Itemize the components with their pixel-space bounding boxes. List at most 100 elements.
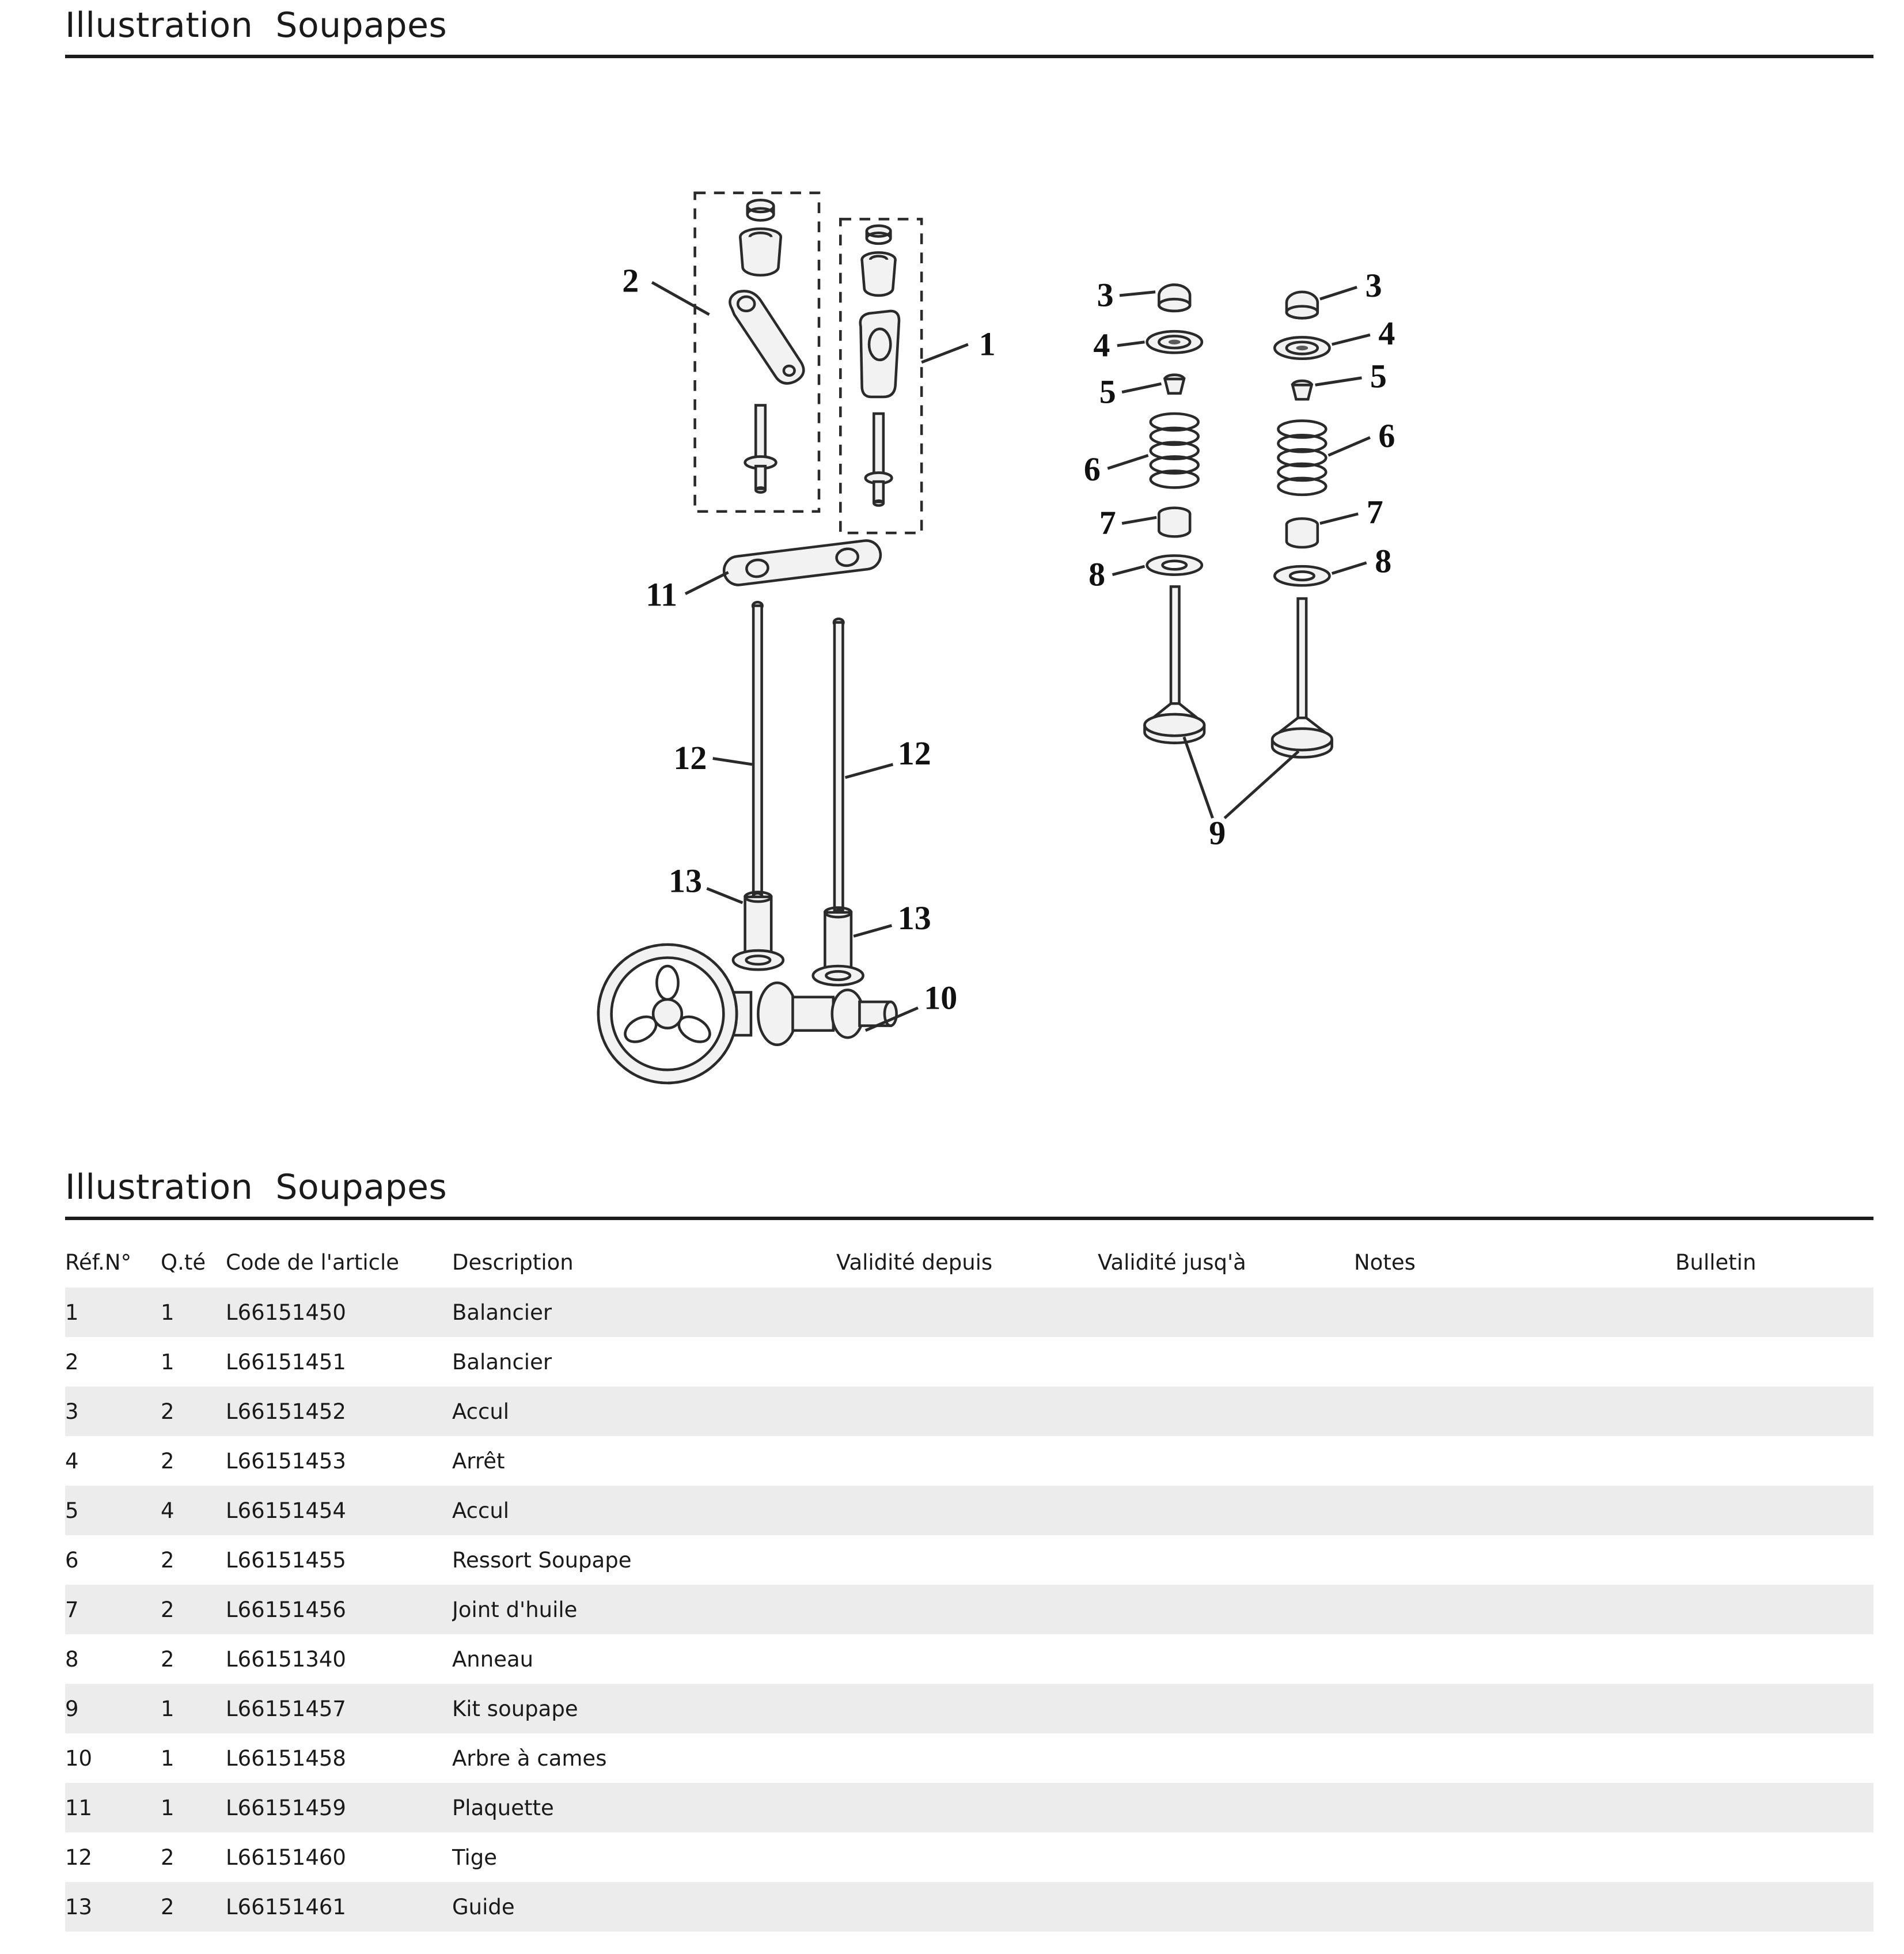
cell-code: L66151454 [226, 1498, 346, 1523]
callout-label: 3 [1097, 277, 1114, 314]
cell-code: L66151461 [226, 1894, 346, 1919]
cell-desc: Plaquette [452, 1795, 554, 1820]
cell-ref: 3 [65, 1399, 79, 1424]
cell-bulletin [1675, 1783, 1873, 1832]
callout-label: 11 [646, 575, 677, 613]
cell-code: L66151457 [226, 1696, 346, 1721]
pushrod-left-group [751, 600, 764, 902]
cell-notes [1354, 1783, 1675, 1832]
callout-label: 12 [673, 739, 707, 777]
cell-bulletin [1675, 1585, 1873, 1634]
cell-ref: 12 [65, 1845, 93, 1870]
callout-label: 8 [1088, 555, 1105, 593]
cell-qty: 2 [161, 1547, 175, 1573]
cell-to [1098, 1684, 1354, 1733]
cell-to [1098, 1634, 1354, 1684]
cell-from [836, 1733, 1098, 1783]
cell-to [1098, 1832, 1354, 1882]
table-row: 5 4 L66151454 Accul [65, 1486, 1873, 1536]
valve-spring-right [1277, 419, 1328, 497]
cell-to [1098, 1585, 1354, 1634]
cell-from [836, 1882, 1098, 1932]
valve-spring-left [1149, 412, 1200, 489]
cell-ref: 6 [65, 1547, 79, 1573]
header-qty: Q.té [161, 1250, 206, 1275]
callout-label: 6 [1378, 417, 1395, 455]
header-ref: Réf.N° [65, 1250, 132, 1275]
cell-notes [1354, 1684, 1675, 1733]
cell-ref: 9 [65, 1696, 79, 1721]
cell-desc: Joint d'huile [452, 1597, 578, 1622]
callout-label: 3 [1366, 267, 1382, 304]
cell-qty: 2 [161, 1845, 175, 1870]
valve-stack-left-group [1143, 283, 1206, 744]
cell-bulletin [1675, 1436, 1873, 1486]
cell-ref: 1 [65, 1300, 79, 1325]
cell-qty: 1 [161, 1745, 175, 1771]
title-rule [65, 55, 1873, 58]
header-bulletin: Bulletin [1675, 1250, 1757, 1275]
guide-right-group [811, 906, 864, 987]
cell-bulletin [1675, 1287, 1873, 1337]
table-row: 10 1 L66151458 Arbre à cames [65, 1733, 1873, 1783]
callout-label: 2 [622, 262, 639, 300]
cell-qty: 1 [161, 1349, 175, 1374]
cell-qty: 2 [161, 1597, 175, 1622]
cell-desc: Accul [452, 1498, 510, 1523]
table-header-row: Réf.N° Q.té Code de l'article Descriptio… [65, 1243, 1873, 1287]
rocker-arm-1-group [859, 224, 901, 507]
cell-bulletin [1675, 1832, 1873, 1882]
cell-to [1098, 1387, 1354, 1436]
cell-notes [1354, 1882, 1675, 1932]
cell-from [836, 1585, 1098, 1634]
leader-lines [651, 281, 1371, 1032]
dashed-box-rocker-2 [693, 191, 821, 513]
cell-ref: 10 [65, 1745, 93, 1771]
cell-to [1098, 1436, 1354, 1486]
cell-from [836, 1287, 1098, 1337]
callout-label: 13 [898, 899, 931, 937]
cell-from [836, 1634, 1098, 1684]
cell-bulletin [1675, 1684, 1873, 1733]
valve-stack-right-group [1270, 290, 1333, 759]
callout-label: 13 [669, 862, 702, 900]
cell-bulletin [1675, 1486, 1873, 1535]
camshaft-group [597, 943, 898, 1085]
plate-group [722, 539, 882, 586]
cell-code: L66151458 [226, 1745, 346, 1771]
header-valid-from: Validité depuis [836, 1250, 993, 1275]
cell-from [836, 1337, 1098, 1387]
cell-ref: 4 [65, 1448, 79, 1474]
callout-label: 6 [1084, 450, 1101, 488]
parts-table: Réf.N° Q.té Code de l'article Descriptio… [65, 1243, 1873, 1932]
rocker-arm-2-group [729, 198, 805, 494]
cell-qty: 4 [161, 1498, 175, 1523]
cell-qty: 2 [161, 1894, 175, 1919]
callout-label: 7 [1099, 504, 1116, 541]
cell-code: L66151451 [226, 1349, 346, 1374]
callout-label: 5 [1099, 373, 1116, 410]
cell-to [1098, 1882, 1354, 1932]
cell-desc: Kit soupape [452, 1696, 578, 1721]
cell-code: L66151459 [226, 1795, 346, 1820]
header-notes: Notes [1354, 1250, 1416, 1275]
cell-desc: Arbre à cames [452, 1745, 607, 1771]
cell-from [836, 1486, 1098, 1535]
cell-to [1098, 1287, 1354, 1337]
cell-notes [1354, 1436, 1675, 1486]
parts-list-section: Illustration Soupapes Réf.N° Q.té Code d… [65, 1168, 1873, 1932]
callout-label: 4 [1093, 327, 1110, 364]
cell-ref: 5 [65, 1498, 79, 1523]
cell-notes [1354, 1486, 1675, 1535]
cell-notes [1354, 1337, 1675, 1387]
cell-qty: 1 [161, 1300, 175, 1325]
cell-from [836, 1436, 1098, 1486]
cell-from [836, 1387, 1098, 1436]
